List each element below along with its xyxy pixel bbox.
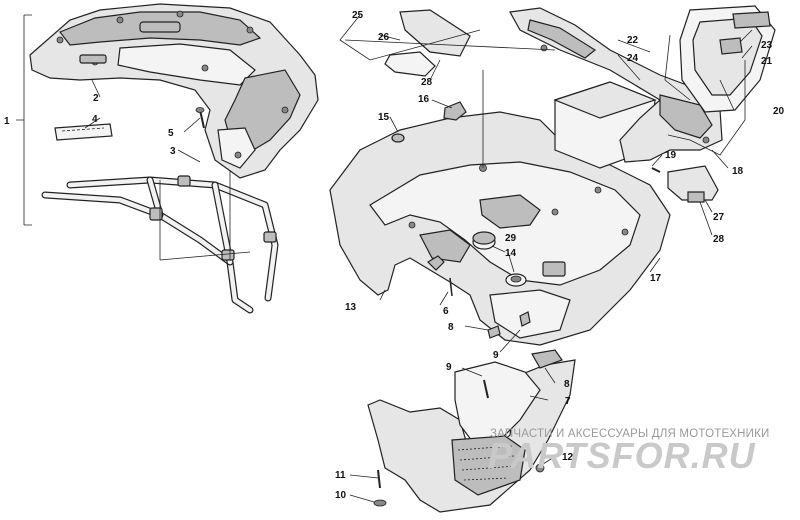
watermark: PARTSFOR.RU ЗАПЧАСТИ И АКСЕССУАРЫ ДЛЯ МО…	[488, 428, 770, 476]
callout-2: 2	[93, 93, 99, 104]
fuel-cap	[472, 231, 527, 287]
callout-29: 29	[505, 233, 517, 244]
callout-26: 26	[378, 32, 390, 43]
callout-9a: 9	[493, 350, 499, 361]
callout-13: 13	[345, 302, 357, 313]
callout-28a: 28	[421, 77, 433, 88]
reflector	[391, 101, 467, 143]
callout-19: 19	[665, 150, 677, 161]
callout-12: 12	[562, 452, 574, 463]
top-bracket	[384, 9, 471, 77]
callout-9b: 9	[446, 362, 452, 373]
callout-24: 24	[627, 53, 639, 64]
callout-20: 20	[773, 106, 785, 117]
rear-rack	[29, 3, 319, 179]
callout-11: 11	[335, 470, 346, 481]
callout-6: 6	[443, 306, 449, 317]
callout-1: 1	[4, 116, 10, 127]
side-bracket	[651, 165, 719, 203]
rear-fender	[329, 111, 671, 346]
callout-3: 3	[170, 146, 176, 157]
callout-16: 16	[418, 94, 430, 105]
fender-hardware	[427, 255, 531, 339]
callout-18: 18	[732, 166, 744, 177]
callout-23: 23	[761, 40, 773, 51]
callout-28b: 28	[713, 234, 725, 245]
footwell-screws	[373, 379, 545, 507]
callout-labels: 1 2 3 4 5 6 7 8 8 9 9 10 11 12 13 14 15 …	[4, 10, 785, 501]
callout-22: 22	[627, 35, 639, 46]
callout-15: 15	[378, 112, 390, 123]
callout-25: 25	[352, 10, 364, 21]
callout-4: 4	[92, 114, 98, 125]
rack-frame	[41, 175, 279, 314]
watermark-caption: ЗАПЧАСТИ И АКСЕССУАРЫ ДЛЯ МОТОТЕХНИКИ	[490, 428, 770, 440]
callout-14: 14	[505, 248, 517, 259]
callout-5: 5	[168, 128, 174, 139]
callout-27: 27	[713, 212, 725, 223]
callout-10: 10	[335, 490, 347, 501]
leader-lines	[16, 14, 753, 503]
callout-7: 7	[565, 396, 571, 407]
callout-17: 17	[650, 273, 662, 284]
callout-8b: 8	[564, 379, 570, 390]
callout-8a: 8	[448, 322, 454, 333]
callout-21: 21	[761, 56, 773, 67]
footwell	[367, 349, 576, 513]
rack-screw	[195, 107, 205, 129]
watermark-logo: PARTSFOR.RU	[488, 435, 756, 476]
decal	[54, 123, 113, 141]
fascia-panel	[509, 7, 723, 163]
